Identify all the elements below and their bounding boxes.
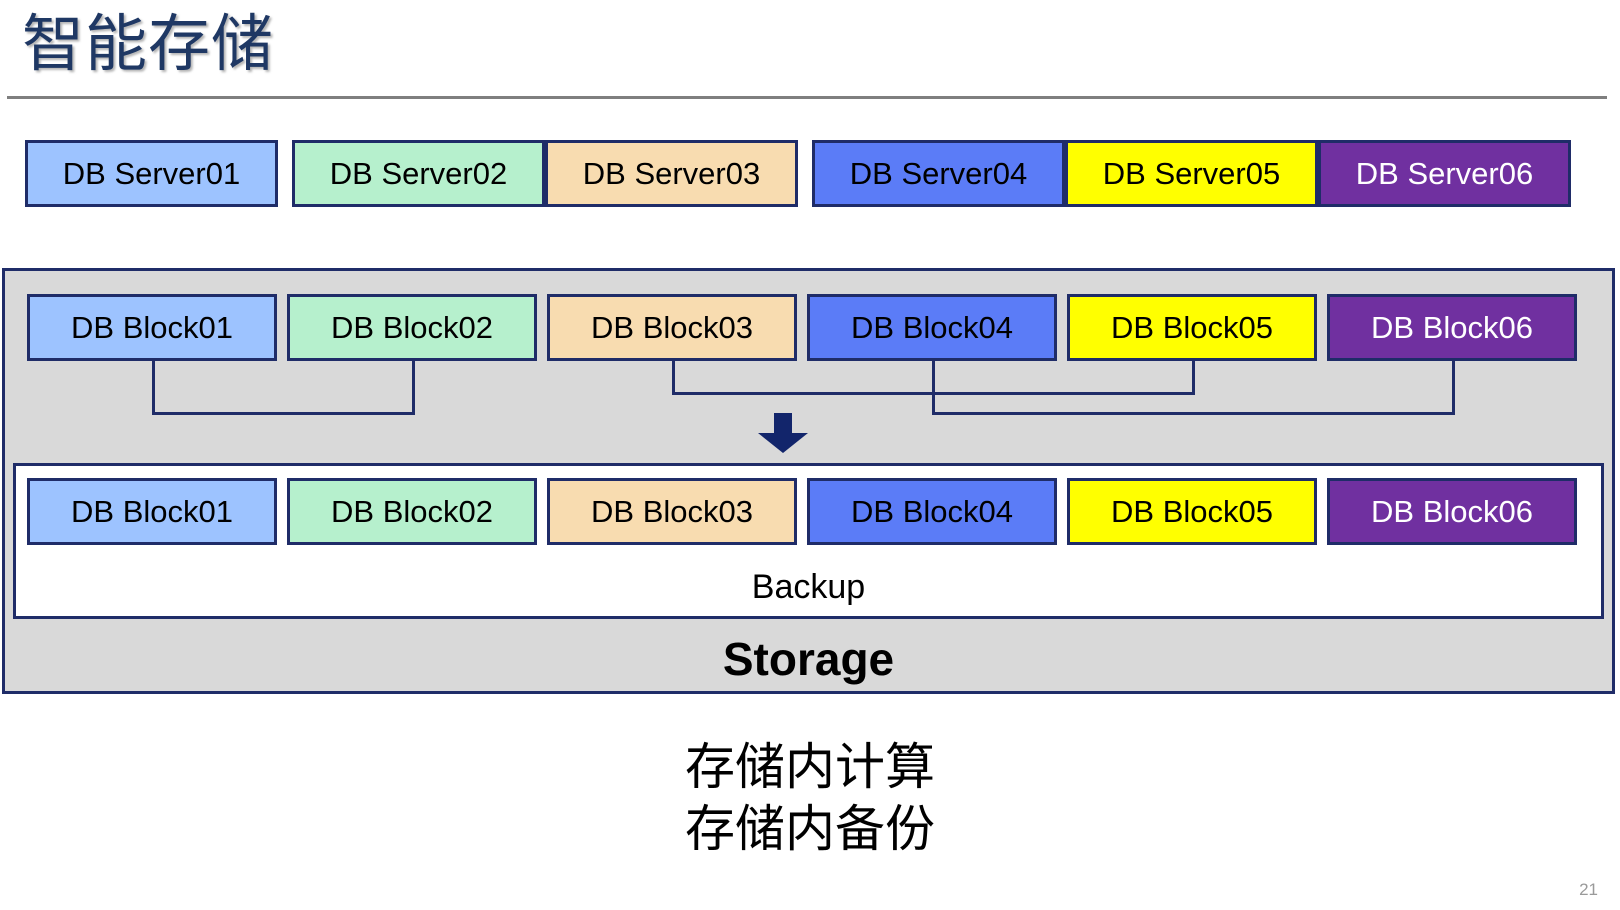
db-server-box-label: DB Server05 — [1102, 156, 1281, 191]
backup-block-box-3[interactable]: DB Block03 — [547, 478, 797, 545]
caption-line-2: 存储内备份 — [685, 801, 935, 857]
backup-block-box-5[interactable]: DB Block05 — [1067, 478, 1317, 545]
backup-label: Backup — [751, 568, 866, 606]
db-server-box-2[interactable]: DB Server02 — [292, 140, 545, 207]
db-block-box-label: DB Block02 — [331, 310, 493, 345]
storage-label: Storage — [722, 633, 895, 685]
db-server-box-1[interactable]: DB Server01 — [25, 140, 278, 207]
backup-block-box-2[interactable]: DB Block02 — [287, 478, 537, 545]
db-block-box-label: DB Block06 — [1371, 310, 1533, 345]
db-block-box-1[interactable]: DB Block01 — [27, 294, 277, 361]
db-server-box-3[interactable]: DB Server03 — [545, 140, 798, 207]
db-server-box-label: DB Server06 — [1355, 156, 1534, 191]
backup-block-box-label: DB Block05 — [1111, 494, 1273, 529]
bracket-block03-block05-left-leg — [672, 361, 675, 392]
bracket-block01-block02-crossbar — [152, 412, 415, 415]
backup-block-box-4[interactable]: DB Block04 — [807, 478, 1057, 545]
db-server-box-label: DB Server01 — [62, 156, 241, 191]
bracket-block04-block06-crossbar — [932, 412, 1455, 415]
bracket-block01-block02-left-leg — [152, 361, 155, 412]
db-block-box-label: DB Block04 — [851, 310, 1013, 345]
backup-block-box-label: DB Block03 — [591, 494, 753, 529]
db-server-box-4[interactable]: DB Server04 — [812, 140, 1065, 207]
backup-block-box-label: DB Block04 — [851, 494, 1013, 529]
backup-block-box-label: DB Block01 — [71, 494, 233, 529]
db-block-box-3[interactable]: DB Block03 — [547, 294, 797, 361]
db-server-box-label: DB Server03 — [582, 156, 761, 191]
db-block-box-4[interactable]: DB Block04 — [807, 294, 1057, 361]
db-server-box-label: DB Server02 — [329, 156, 508, 191]
bracket-block01-block02-right-leg — [412, 361, 415, 412]
db-block-box-label: DB Block03 — [591, 310, 753, 345]
db-server-box-label: DB Server04 — [849, 156, 1028, 191]
db-block-box-5[interactable]: DB Block05 — [1067, 294, 1317, 361]
db-block-box-label: DB Block05 — [1111, 310, 1273, 345]
backup-block-box-label: DB Block02 — [331, 494, 493, 529]
bracket-block03-block05-right-leg — [1192, 361, 1195, 392]
caption-line-1: 存储内计算 — [685, 739, 935, 795]
db-block-box-label: DB Block01 — [71, 310, 233, 345]
backup-block-box-6[interactable]: DB Block06 — [1327, 478, 1577, 545]
backup-block-box-1[interactable]: DB Block01 — [27, 478, 277, 545]
title-divider — [7, 96, 1607, 99]
flow-down-arrow — [757, 413, 809, 454]
caption-block: 存储内计算 存储内备份 — [0, 736, 1620, 860]
page-number: 21 — [1579, 880, 1598, 899]
db-server-box-6[interactable]: DB Server06 — [1318, 140, 1571, 207]
db-block-box-6[interactable]: DB Block06 — [1327, 294, 1577, 361]
bracket-block04-block06-right-leg — [1452, 361, 1455, 412]
page-title: 智能存储 — [22, 10, 275, 79]
backup-block-box-label: DB Block06 — [1371, 494, 1533, 529]
db-server-box-5[interactable]: DB Server05 — [1065, 140, 1318, 207]
db-block-box-2[interactable]: DB Block02 — [287, 294, 537, 361]
bracket-block04-block06-left-leg — [932, 361, 935, 412]
